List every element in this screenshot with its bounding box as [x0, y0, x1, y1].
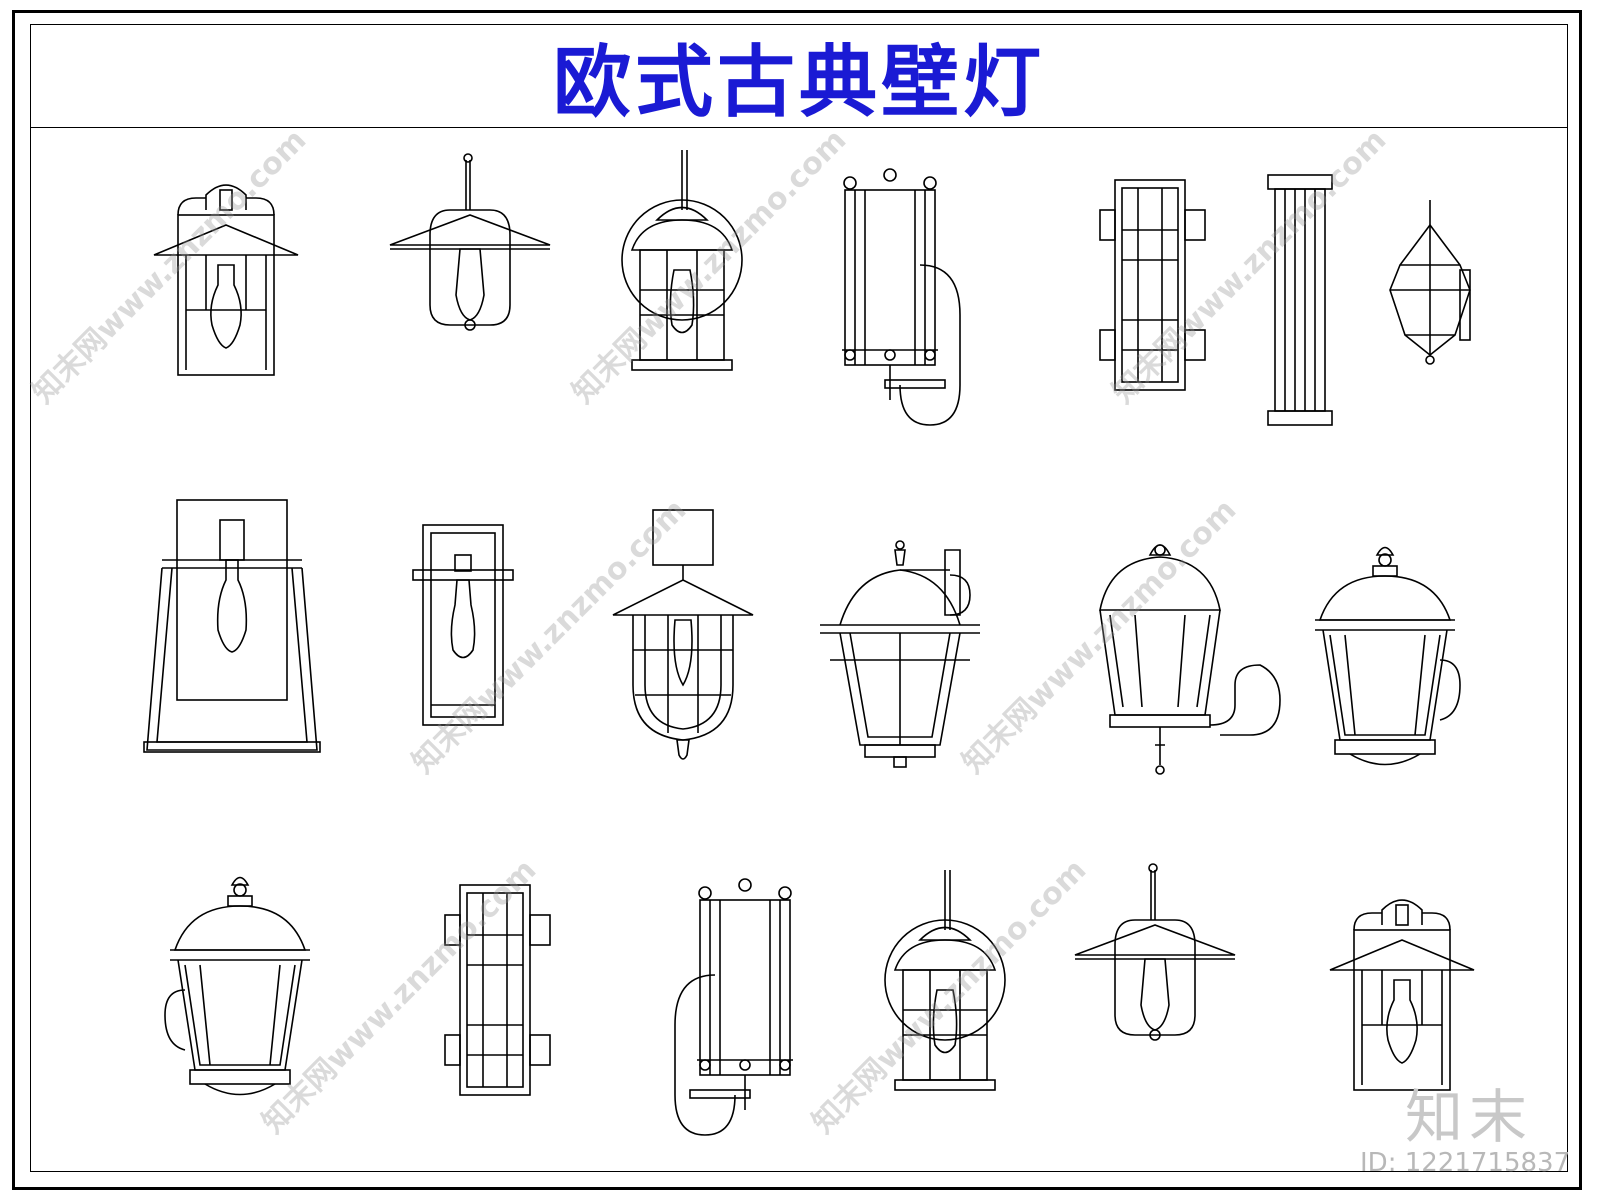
lamp-hood-2 — [1329, 899, 1475, 1091]
title-band: 欧式古典壁灯 — [30, 24, 1568, 128]
inner-border — [30, 24, 1568, 1172]
lamp-swan-2 — [1074, 863, 1236, 1041]
lamp-dome-2 — [164, 876, 311, 1096]
page-title: 欧式古典壁灯 — [552, 36, 1045, 128]
outer-border — [12, 10, 1582, 1190]
lamp-column-1 — [841, 168, 961, 426]
lamp-spire-1 — [1389, 199, 1471, 365]
image-id: ID: 1221715837 — [1360, 1148, 1571, 1178]
brand-watermark: 知末 — [1405, 1083, 1534, 1151]
lamp-carriage-1 — [819, 540, 981, 768]
lamp-column-2 — [674, 878, 794, 1136]
lamp-trapezoid-1 — [143, 499, 321, 753]
lamp-swan-1 — [389, 153, 551, 331]
lamp-dome-1 — [1314, 546, 1461, 766]
